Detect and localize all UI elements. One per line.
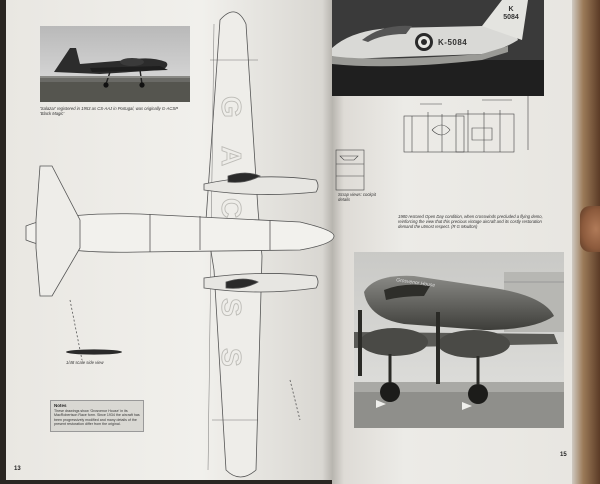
- notes-box: Notes These drawings show 'Grosvenor Hou…: [50, 400, 144, 432]
- left-page-number: 13: [14, 466, 21, 472]
- right-page-number: 15: [560, 452, 567, 458]
- side-view-silhouette: [66, 349, 122, 355]
- detail-drawings: [335, 96, 529, 191]
- wing-letter-5: S: [216, 348, 247, 367]
- photo-art: [332, 0, 544, 96]
- notes-text: These drawings show 'Grosvenor House' in…: [54, 409, 140, 426]
- registration-text: K-5084: [438, 38, 468, 47]
- caption-top-left: 'Salazar' registered in 1953 as CS-AAJ i…: [40, 106, 178, 116]
- caption-bottom-photo: 1980 restored Open Day condition, when c…: [398, 214, 543, 229]
- reader-thumb: [580, 206, 600, 252]
- wing-letter-4: S: [216, 298, 247, 317]
- aircraft-photo-bottom: Grosvenor House: [354, 252, 564, 428]
- notes-title: Notes: [54, 403, 67, 408]
- wing-letter-3: C: [216, 198, 247, 218]
- side-view-caption: 1/48 scale side view: [66, 360, 104, 365]
- aircraft-photo-top-right: K-5084 K 5084: [332, 0, 544, 96]
- fin-code-text: K 5084: [503, 6, 519, 21]
- detail-caption: Scrap views: cockpit details: [338, 192, 376, 202]
- right-page: K-5084 K 5084: [332, 0, 572, 484]
- photo-art: [354, 252, 564, 428]
- aircraft-photo-top-left: [40, 26, 190, 102]
- wing-letter-1: G: [216, 96, 247, 118]
- photo-art: [40, 26, 190, 102]
- wing-letter-2: A: [216, 146, 247, 166]
